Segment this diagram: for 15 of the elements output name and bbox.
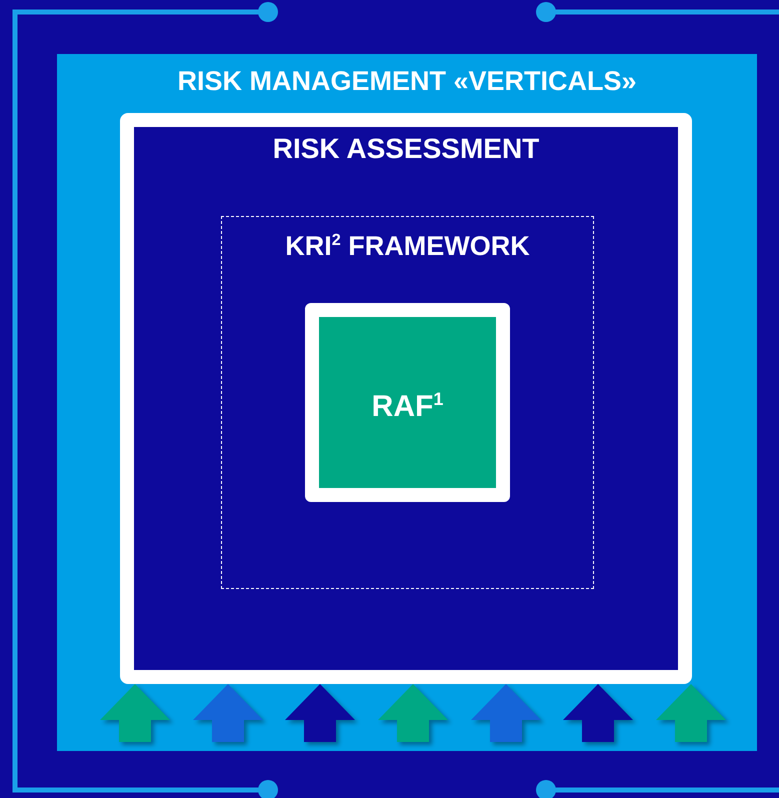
band-panel — [57, 54, 757, 751]
up-arrow — [193, 684, 263, 742]
up-arrow — [656, 684, 726, 742]
up-arrow — [378, 684, 448, 742]
box-title: KRI$^{2}$ FRAMEWORK — [284, 231, 531, 262]
up-arrow — [471, 684, 541, 742]
box-title: RAF$^{1}$ — [370, 389, 444, 424]
raf-box — [305, 303, 510, 502]
band-title: RISK MANAGEMENT «VERTICALS» — [176, 66, 638, 97]
framework-box — [221, 216, 594, 589]
up-arrow — [563, 684, 633, 742]
up-arrow — [285, 684, 355, 742]
box-title: RISK ASSESSMENT — [272, 133, 540, 165]
up-arrow — [100, 684, 170, 742]
assessment-box — [120, 113, 692, 684]
